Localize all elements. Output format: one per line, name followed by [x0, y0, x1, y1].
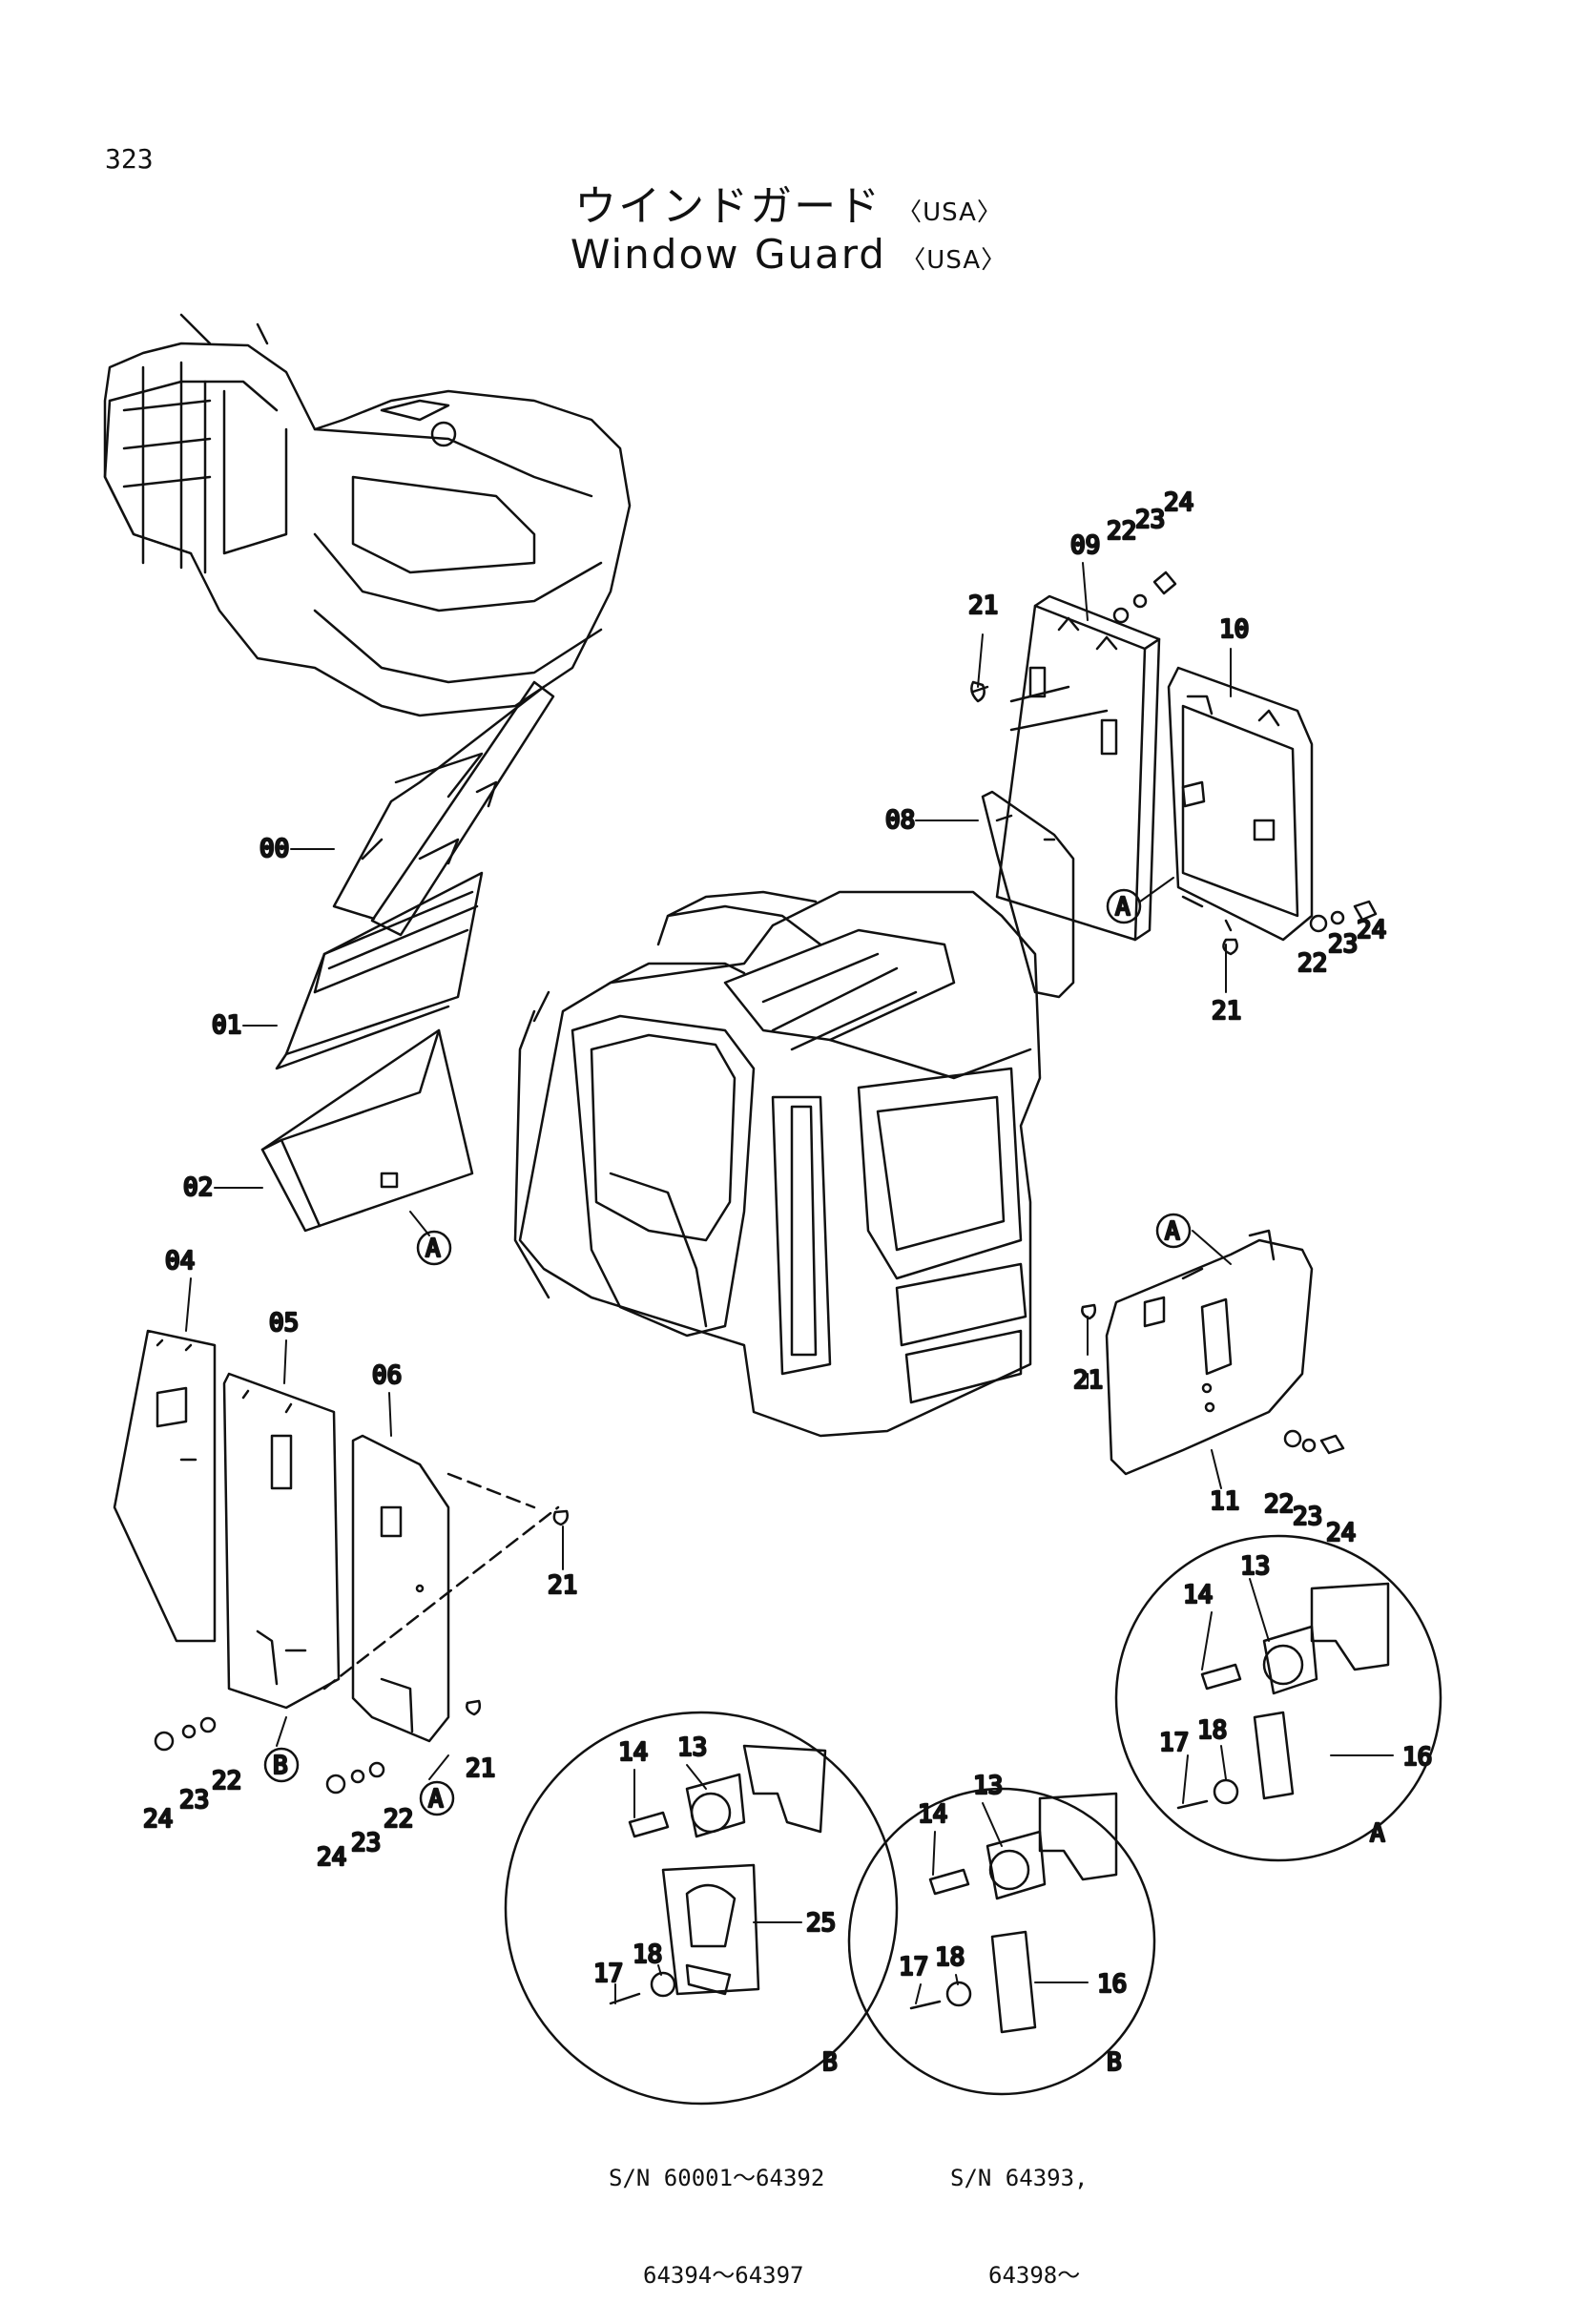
callout-b-1: B [273, 1752, 288, 1780]
panel-01 [275, 871, 484, 1070]
serial-b-line1: S/N 60001～64392 [609, 2165, 825, 2191]
part-label-17-b: 17 [593, 1960, 623, 1988]
callout-circles [263, 888, 1192, 1816]
panel-11 [1105, 1229, 1314, 1476]
panel-05 [222, 1372, 341, 1710]
part-label-22-b: 22 [1297, 949, 1327, 978]
detail-label-b2: B [1107, 2048, 1122, 2077]
part-label-14-c: 14 [918, 1800, 947, 1829]
serial-b2-line2: 64398～ [988, 2262, 1081, 2289]
part-label-14-a: 14 [1183, 1581, 1213, 1609]
part-label-14-b: 14 [618, 1738, 648, 1767]
detail-circle-b2 [847, 1787, 1156, 2096]
part-label-10: 10 [1219, 615, 1249, 644]
part-label-05: 05 [269, 1309, 299, 1338]
part-label-25-b: 25 [806, 1909, 836, 1938]
callout-a-4: A [428, 1785, 444, 1814]
title-japanese: ウインドガード 〈USA〉 [0, 172, 1577, 233]
part-label-18-b: 18 [633, 1940, 662, 1969]
part-label-23-f: 23 [351, 1829, 381, 1857]
detail-b-parts [609, 1744, 827, 2005]
part-label-24-a: 24 [1164, 488, 1193, 517]
panel-08 [981, 790, 1075, 999]
part-label-22-a: 22 [1107, 517, 1136, 546]
part-label-23-a: 23 [1135, 506, 1165, 534]
detail-label-b: B [822, 2048, 838, 2077]
part-label-23-d: 23 [1293, 1503, 1322, 1531]
panel-00 [332, 680, 555, 937]
part-label-23-b: 23 [1328, 930, 1358, 959]
hardware [154, 571, 1378, 1795]
panel-09 [995, 594, 1161, 942]
part-label-21-d: 21 [548, 1571, 577, 1600]
region-tag-jp: 〈USA〉 [897, 198, 1003, 227]
part-label-09: 09 [1070, 531, 1100, 560]
part-label-24-d: 24 [1326, 1519, 1356, 1547]
title-english: Window Guard 〈USA〉 [0, 231, 1577, 278]
part-label-08: 08 [885, 806, 915, 835]
part-label-18-a: 18 [1197, 1716, 1227, 1745]
excavator-overview [103, 313, 632, 717]
callout-a-2: A [425, 1235, 441, 1263]
serial-b-line2: 64394～64397 [643, 2262, 804, 2289]
part-label-16-a: 16 [1402, 1743, 1432, 1772]
title-en-text: Window Guard [570, 231, 886, 278]
panel-06 [351, 1434, 450, 1743]
part-label-24-b: 24 [1357, 916, 1386, 944]
part-label-13-b: 13 [677, 1733, 707, 1762]
part-label-06: 06 [372, 1361, 402, 1390]
part-label-16-c: 16 [1097, 1970, 1127, 1999]
assembly-dash-line [322, 1505, 560, 1691]
serial-b2-line1: S/N 64393, [950, 2165, 1089, 2191]
page-number: 323 [105, 143, 154, 175]
part-label-21-e: 21 [466, 1754, 495, 1783]
callout-a-3: A [1165, 1217, 1180, 1246]
serial-note-b: S/N 60001～64392 64394～64397 [609, 2097, 824, 2324]
part-label-00: 00 [259, 835, 289, 863]
panel-04 [113, 1329, 217, 1643]
detail-label-a: A [1370, 1819, 1385, 1848]
part-label-22-d: 22 [1264, 1490, 1294, 1519]
panel-02 [260, 1028, 474, 1233]
part-label-24-f: 24 [317, 1843, 346, 1872]
detail-b2-parts [909, 1792, 1118, 2034]
part-label-13-c: 13 [973, 1772, 1003, 1800]
detail-circle-b [504, 1711, 899, 2106]
detail-a-parts [1176, 1582, 1390, 1810]
region-tag-en: 〈USA〉 [901, 246, 1007, 275]
detail-circle-a [1114, 1534, 1442, 1862]
part-label-23-e: 23 [179, 1786, 209, 1815]
title-jp-text: ウインドガード [574, 182, 882, 231]
part-label-17-a: 17 [1159, 1729, 1189, 1757]
parts-diagram: A A A B A A B B 00 01 02 04 05 06 08 09 … [103, 313, 1442, 2106]
leader-lines [185, 562, 1394, 2004]
part-label-11: 11 [1210, 1487, 1239, 1516]
part-label-18-c: 18 [935, 1943, 965, 1972]
serial-note-b2: S/N 64393, 64398～ [950, 2097, 1089, 2324]
part-label-04: 04 [165, 1247, 195, 1276]
part-label-17-c: 17 [899, 1953, 928, 1982]
part-label-21-a: 21 [968, 591, 998, 620]
part-label-01: 01 [212, 1011, 241, 1040]
cab-assembly [513, 890, 1042, 1438]
part-label-13-a: 13 [1240, 1552, 1270, 1581]
assembly-dash-line-2 [446, 1472, 536, 1509]
part-label-24-e: 24 [143, 1805, 173, 1834]
part-label-22-f: 22 [384, 1805, 413, 1834]
part-label-22-e: 22 [212, 1767, 241, 1795]
callout-a-1: A [1115, 893, 1131, 922]
part-label-21-b: 21 [1212, 997, 1241, 1026]
part-label-21-c: 21 [1073, 1366, 1103, 1395]
panel-10 [1167, 666, 1314, 942]
part-label-02: 02 [183, 1173, 213, 1202]
